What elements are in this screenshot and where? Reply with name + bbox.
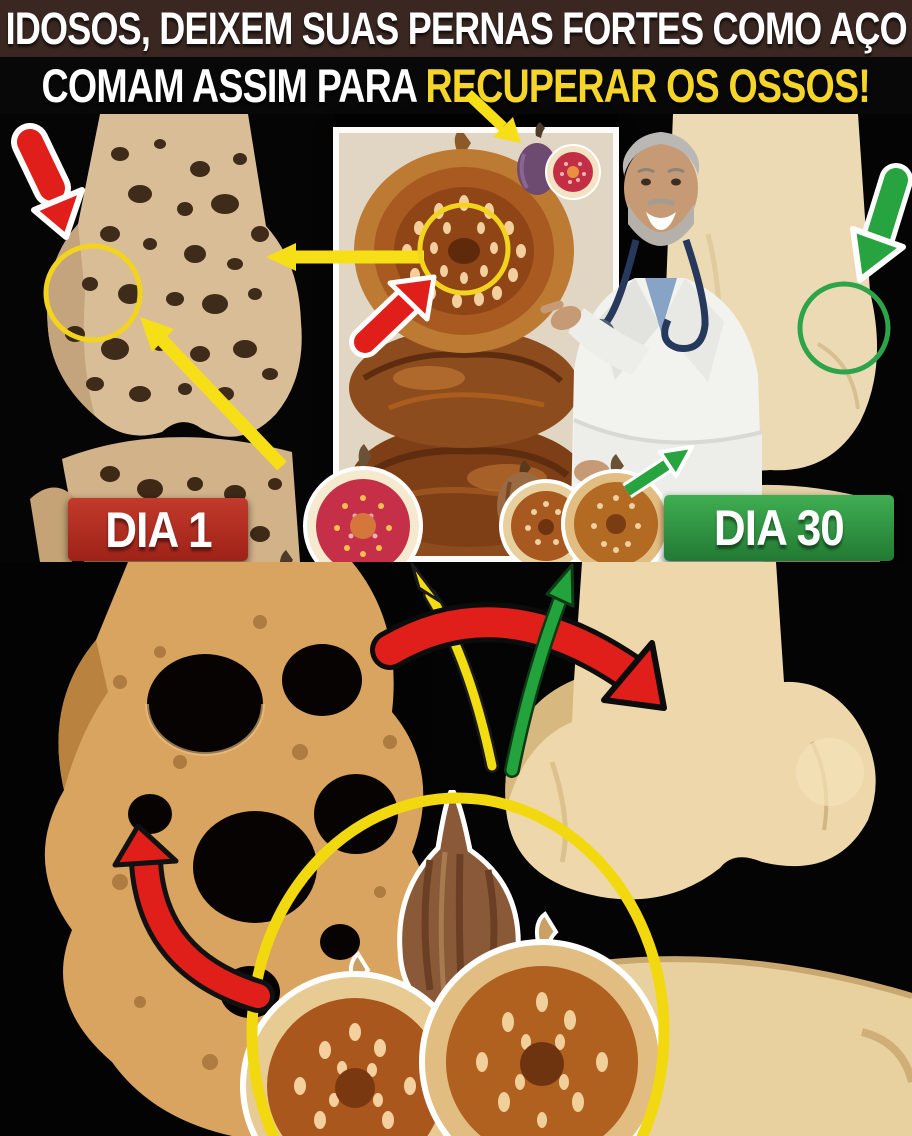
- dried-fig-pair: [497, 454, 671, 562]
- doctor-shirt: [645, 278, 677, 332]
- day1-badge-label: DIA 1: [104, 501, 212, 558]
- doctor-head: [622, 132, 700, 246]
- day30-badge-label: DIA 30: [713, 500, 845, 556]
- fig-circle-group: [240, 790, 665, 1136]
- day1-badge: DIA 1: [68, 498, 248, 561]
- fresh-fig-cut-large: [303, 444, 423, 562]
- headline-secondary-prefix: COMAM ASSIM PARA: [41, 59, 426, 112]
- loose-figs-layer: [279, 122, 671, 562]
- doctor-pointing-arm: [540, 300, 650, 375]
- fresh-fig-cut-small: [545, 144, 601, 200]
- headline-primary-text: IDOSOS, DEIXEM SUAS PERNAS FORTES COMO A…: [5, 2, 907, 54]
- comparison-collage: DIA 1 DIA 30: [0, 114, 912, 562]
- bone-closeup-comparison: [0, 562, 912, 1136]
- fresh-fig-large: [279, 550, 293, 562]
- headline-bar-primary: IDOSOS, DEIXEM SUAS PERNAS FORTES COMO A…: [0, 0, 912, 57]
- day30-badge: DIA 30: [664, 495, 894, 561]
- headline-bar-secondary: COMAM ASSIM PARA RECUPERAR OS OSSOS!: [0, 57, 912, 114]
- headline-secondary-highlight: RECUPERAR OS OSSOS!: [425, 59, 871, 112]
